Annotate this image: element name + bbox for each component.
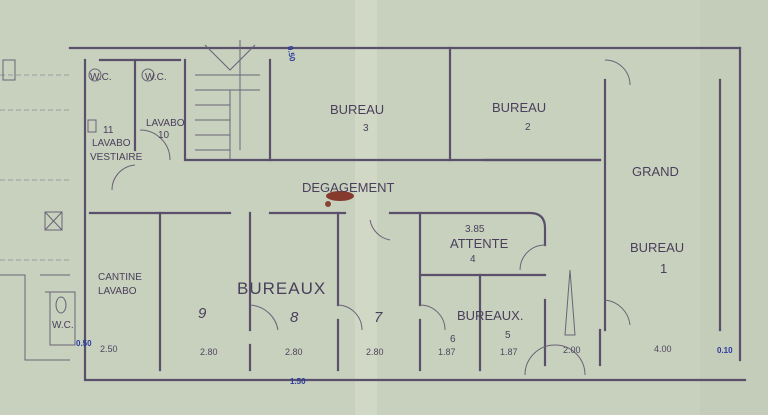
dimension-label: 2.50 — [100, 344, 118, 354]
room-7-number: 7 — [374, 309, 383, 326]
bureaux-small-label: BUREAUX. — [457, 308, 523, 323]
cantine-label: CANTINE — [98, 272, 142, 283]
lavabo-10-number: 10 — [158, 130, 170, 141]
wc-annex-label: W.C. — [52, 320, 74, 331]
attente-dimension: 3.85 — [465, 224, 485, 235]
dimension-label: 2.00 — [563, 345, 581, 355]
walls — [68, 46, 747, 382]
lavabo-vestiaire-label: LAVABO — [92, 138, 131, 149]
bureau-2-label: BUREAU — [492, 100, 546, 115]
dimension-label: 1.87 — [500, 347, 518, 357]
lavabo-10-label: LAVABO — [146, 118, 185, 129]
cantine-label-2: LAVABO — [98, 286, 137, 297]
bureau-3-number: 3 — [363, 123, 369, 134]
lavabo-vestiaire-label-2: VESTIAIRE — [90, 152, 143, 163]
blue-annotation: 0.10 — [717, 346, 733, 355]
doors — [111, 59, 631, 376]
bureaux-main-label: BUREAUX — [237, 279, 326, 298]
ink-stain — [325, 201, 331, 207]
attente-number: 4 — [470, 254, 476, 265]
dimension-label: 4.00 — [654, 344, 672, 354]
grand-bureau-number: 1 — [660, 261, 667, 276]
lavabo-vestiaire-number: 11 — [103, 125, 114, 136]
wc-left-label: W.C. — [90, 72, 112, 83]
room-5-number: 5 — [505, 330, 511, 341]
room-6-number: 6 — [450, 334, 456, 345]
dimension-label: 2.80 — [366, 347, 384, 357]
attente-label: ATTENTE — [450, 236, 509, 251]
bureau-2-number: 2 — [525, 122, 531, 133]
bureau-3-label: BUREAU — [330, 102, 384, 117]
blue-annotation: 0.50 — [285, 45, 297, 62]
wc-right-label: W.C. — [145, 72, 167, 83]
staircase — [195, 40, 260, 160]
grand-bureau-label: GRAND — [632, 164, 679, 179]
dimension-label: 2.80 — [285, 347, 303, 357]
degagement-label: DEGAGEMENT — [302, 180, 395, 195]
ink-stain — [326, 191, 354, 201]
fixtures — [87, 68, 576, 336]
paper-fold — [355, 0, 377, 415]
dimension-label: 1.87 — [438, 347, 456, 357]
dimension-label: 2.80 — [200, 347, 218, 357]
blue-annotation: 0.50 — [76, 339, 92, 348]
blue-annotation: 1.50 — [290, 377, 306, 386]
room-9-number: 9 — [198, 305, 207, 322]
left-annex — [0, 59, 76, 361]
grand-bureau-label-2: BUREAU — [630, 240, 684, 255]
room-8-number: 8 — [290, 309, 299, 326]
paper-shadow-right — [700, 0, 768, 415]
